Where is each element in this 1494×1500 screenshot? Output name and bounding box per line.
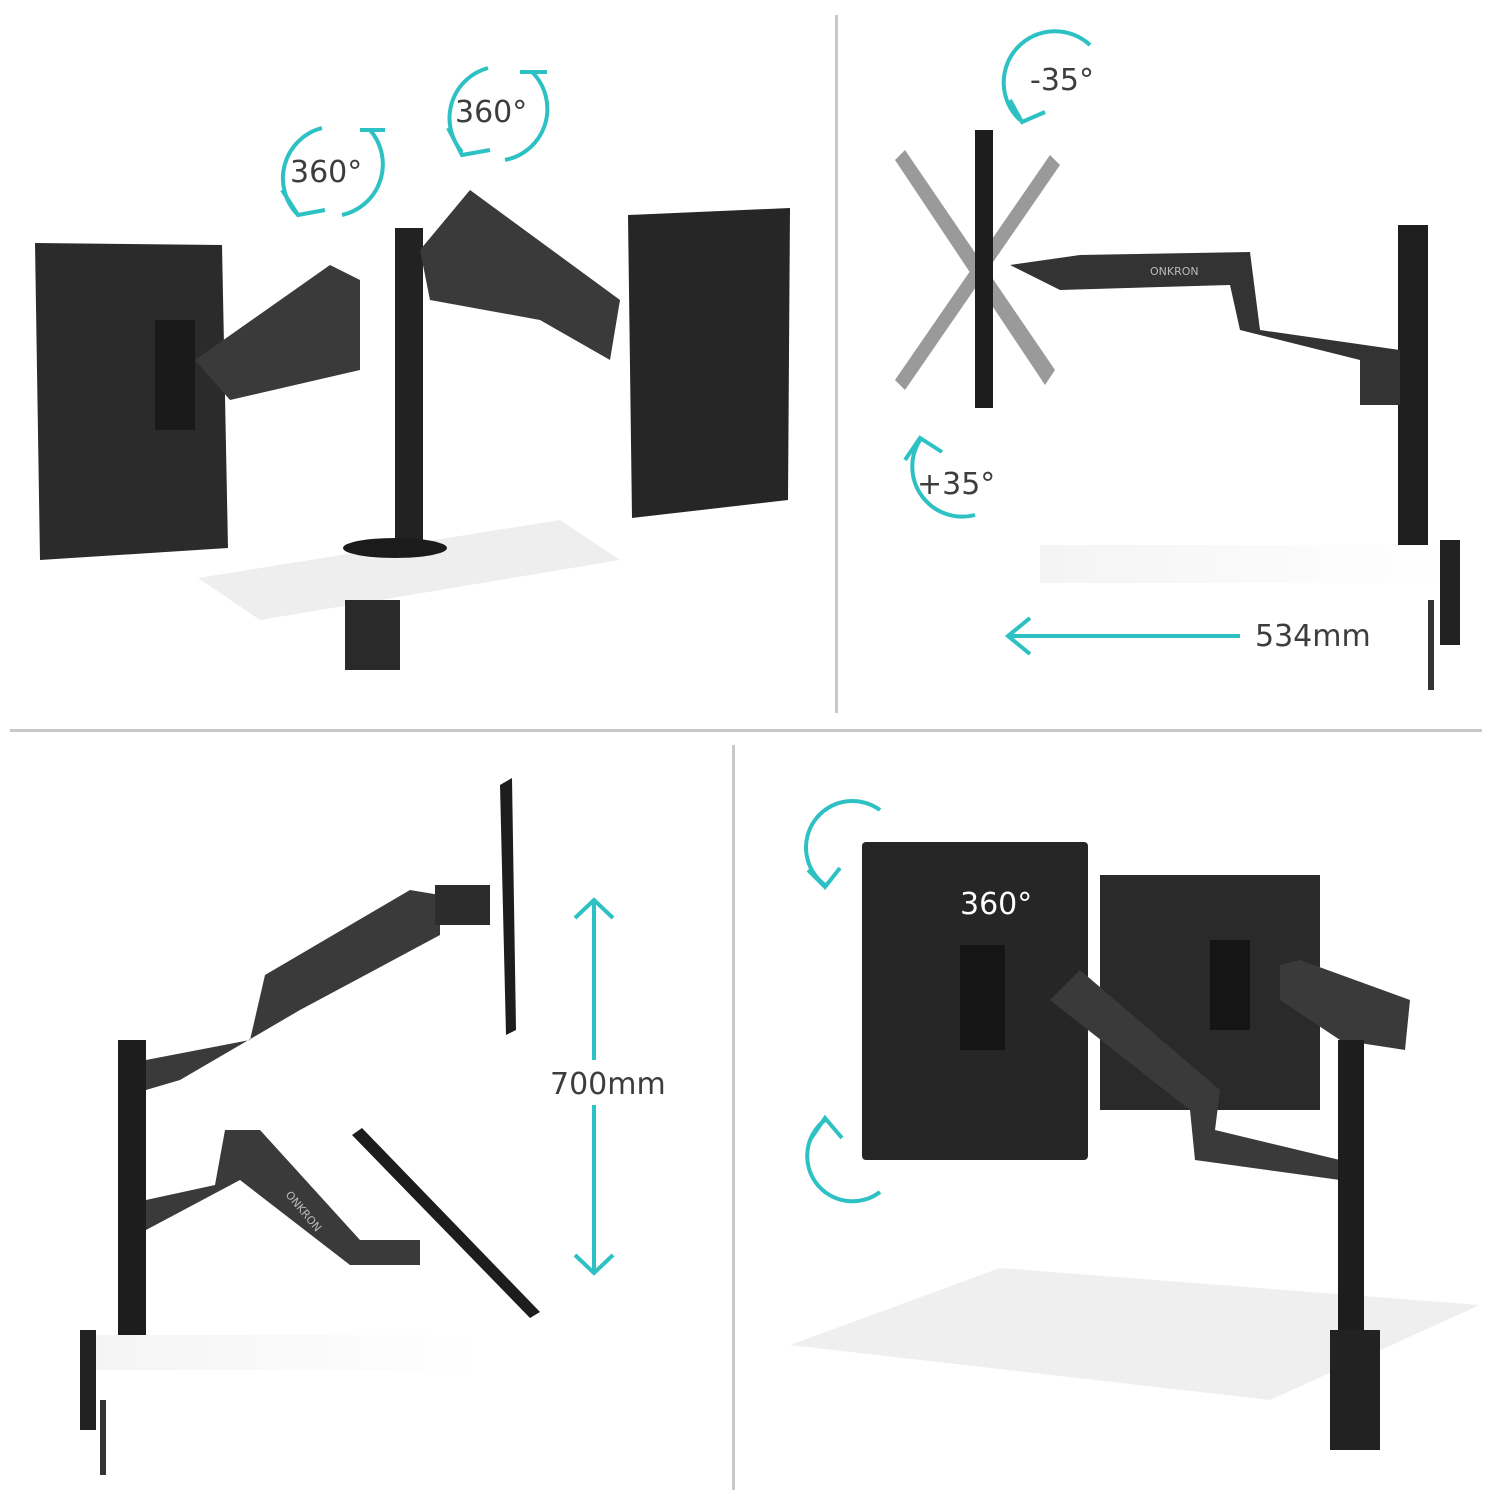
rotation-label: 360°: [960, 887, 1032, 922]
vertical-divider-top: [835, 15, 838, 713]
upper-tilt-joint: [435, 885, 490, 925]
desk-surface: [198, 520, 620, 620]
tilt-down-icon: [903, 435, 976, 519]
desk-surface: [1040, 545, 1450, 583]
tilt-down-label: +35°: [917, 467, 995, 502]
tilt-up-icon: [1001, 29, 1092, 125]
panel-bottom-right: 360°: [790, 799, 1480, 1450]
upper-arm: [146, 890, 440, 1090]
left-monitor: [35, 243, 228, 560]
pole: [1398, 225, 1428, 545]
horizontal-divider: [10, 729, 1482, 732]
rotate-icon-left: [280, 126, 385, 218]
desk-surface: [85, 1335, 485, 1370]
clamp-screw: [1428, 600, 1434, 690]
vesa-plate-back: [1210, 940, 1250, 1030]
rotation-label-right: 360°: [455, 95, 527, 130]
upper-monitor: [500, 778, 516, 1035]
monitor-arm: [1010, 252, 1400, 405]
lower-monitor: [352, 1128, 540, 1318]
lower-arm: [146, 1130, 420, 1265]
vertical-divider-bottom: [732, 745, 735, 1490]
height-label: 700mm: [550, 1067, 666, 1102]
panel-bottom-left: ONKRON 700mm: [80, 778, 666, 1475]
height-arrow: [573, 897, 615, 1276]
desk-clamp: [1330, 1330, 1380, 1450]
panel-top-left: 360° 360°: [35, 66, 790, 670]
desk-clamp: [345, 600, 400, 670]
monitor-side: [975, 130, 993, 408]
left-arm: [195, 265, 360, 400]
right-monitor: [628, 208, 790, 518]
extension-label: 534mm: [1255, 619, 1371, 654]
desk-clamp: [80, 1330, 96, 1430]
extension-arrow: [1004, 616, 1240, 656]
rotation-label-left: 360°: [290, 155, 362, 190]
left-arm: [1050, 970, 1340, 1180]
rotate-icon: [804, 799, 882, 1204]
vesa-plate: [960, 945, 1005, 1050]
panel-top-right: ONKRON -35° +35° 534mm: [895, 29, 1460, 690]
vesa-plate: [155, 320, 195, 430]
tilt-up-label: -35°: [1030, 63, 1094, 98]
desk-clamp: [1440, 540, 1460, 645]
onkron-logo: ONKRON: [1150, 265, 1199, 278]
right-arm: [1280, 960, 1410, 1050]
rotate-icon-right: [446, 66, 550, 162]
base: [343, 538, 447, 558]
clamp-screw: [100, 1400, 106, 1475]
desk-surface: [790, 1268, 1480, 1400]
right-arm: [420, 190, 620, 360]
pole: [1338, 1040, 1364, 1340]
pole: [395, 228, 423, 548]
pole: [118, 1040, 146, 1335]
